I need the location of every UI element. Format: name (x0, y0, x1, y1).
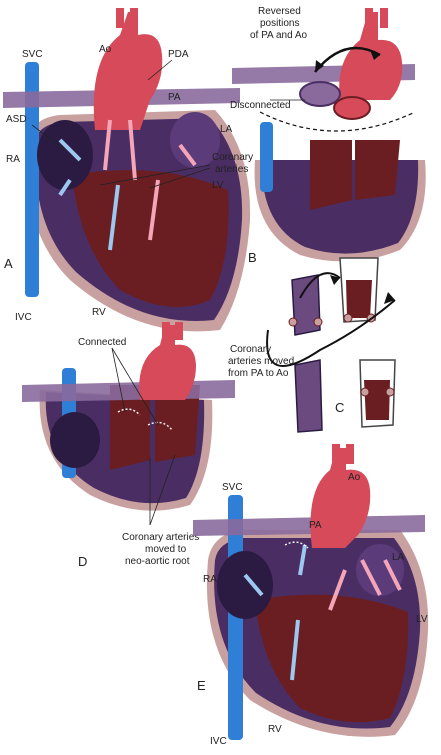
label-c-moved-3: from PA to Ao (228, 368, 289, 379)
panel-letter-b: B (248, 250, 257, 265)
panel-e-flow-pink (328, 559, 402, 611)
panel-b-ao-root (333, 96, 371, 120)
label-c-moved-1: Coronary (230, 344, 271, 355)
label-c-moved-2: arteries moved (228, 356, 294, 367)
panel-c: Coronary arteries moved from PA to Ao C (228, 257, 396, 433)
panel-b-aorta (339, 12, 403, 100)
panel-e-flow-blue (243, 544, 307, 681)
panel-letter-a: A (4, 256, 13, 271)
label-a-la: LA (220, 124, 233, 135)
label-e-la: LA (392, 552, 405, 563)
panel-b: Reversed positions of PA and Ao Disconne… (230, 6, 426, 265)
label-b-reversed-2: positions (260, 18, 299, 29)
label-a-asd: ASD (6, 114, 27, 125)
panel-d-pulmonary-branches (22, 380, 235, 402)
label-b-reversed-1: Reversed (258, 6, 301, 17)
label-a-ao: Ao (99, 44, 112, 55)
panel-a-left-atrium (170, 112, 220, 168)
label-b-reversed-3: of PA and Ao (250, 30, 308, 41)
panel-e-left-atrium (356, 544, 404, 596)
panel-d: Connected Coronary arteries moved to neo… (22, 322, 235, 569)
label-e-rv: RV (268, 724, 282, 735)
panel-c-move-arrow-2 (266, 299, 396, 367)
label-d-moved-3: neo-aortic root (125, 556, 190, 567)
panel-a-aorta (93, 12, 163, 130)
label-b-disconnected: Disconnected (230, 100, 291, 111)
panel-a-leaders (31, 59, 211, 189)
label-e-ivc: IVC (210, 736, 227, 747)
panel-b-pa-root (299, 81, 341, 107)
panel-a-vena-cava (25, 62, 39, 297)
panel-e: SVC Ao PA LA RA LV RV IVC E (193, 444, 429, 747)
panel-c-pa-root-top (291, 274, 321, 336)
panel-letter-e: E (197, 678, 206, 693)
panel-b-myocardium (310, 140, 400, 210)
label-e-ra: RA (203, 574, 217, 585)
panel-d-leaders (111, 347, 176, 526)
label-a-pda: PDA (168, 49, 189, 60)
panel-a-right-atrium (37, 120, 93, 190)
label-d-moved-1: Coronary arteries (122, 532, 199, 543)
panel-e-pulmonary-branches (193, 515, 425, 536)
panel-letter-c: C (335, 400, 344, 415)
label-d-moved-2: moved to (145, 544, 187, 555)
label-a-ra: RA (6, 154, 20, 165)
panel-a-flow-pink (103, 119, 197, 241)
panel-a: SVC Ao PDA PA ASD LA RA Coronary arterie… (3, 8, 253, 332)
panel-e-right-atrium (217, 551, 273, 619)
label-e-svc: SVC (222, 482, 243, 493)
label-a-ivc: IVC (15, 312, 32, 323)
label-a-svc: SVC (22, 49, 43, 60)
panel-d-aorta (139, 325, 196, 400)
panel-d-right-atrium (50, 412, 100, 468)
label-e-ao: Ao (348, 472, 361, 483)
panel-b-vena-cava (260, 122, 273, 192)
panel-d-myocardium (110, 385, 200, 470)
panel-c-pa-root-bottom (294, 359, 323, 433)
panel-b-disconnect-line (259, 111, 416, 132)
label-d-connected: Connected (78, 337, 126, 348)
label-a-coronary-2: arteries (215, 164, 248, 175)
panel-e-aorta (310, 448, 371, 548)
panel-c-move-arrow-1 (299, 272, 341, 299)
label-a-lv: LV (212, 180, 224, 191)
label-a-coronary-1: Coronary (212, 152, 253, 163)
label-e-lv: LV (416, 614, 428, 625)
panel-e-myocardium (255, 594, 409, 723)
label-e-pa: PA (309, 520, 322, 531)
label-a-rv: RV (92, 307, 106, 318)
label-a-pa: PA (168, 92, 181, 103)
panel-letter-d: D (78, 554, 87, 569)
panel-a-flow-blue (58, 138, 120, 251)
